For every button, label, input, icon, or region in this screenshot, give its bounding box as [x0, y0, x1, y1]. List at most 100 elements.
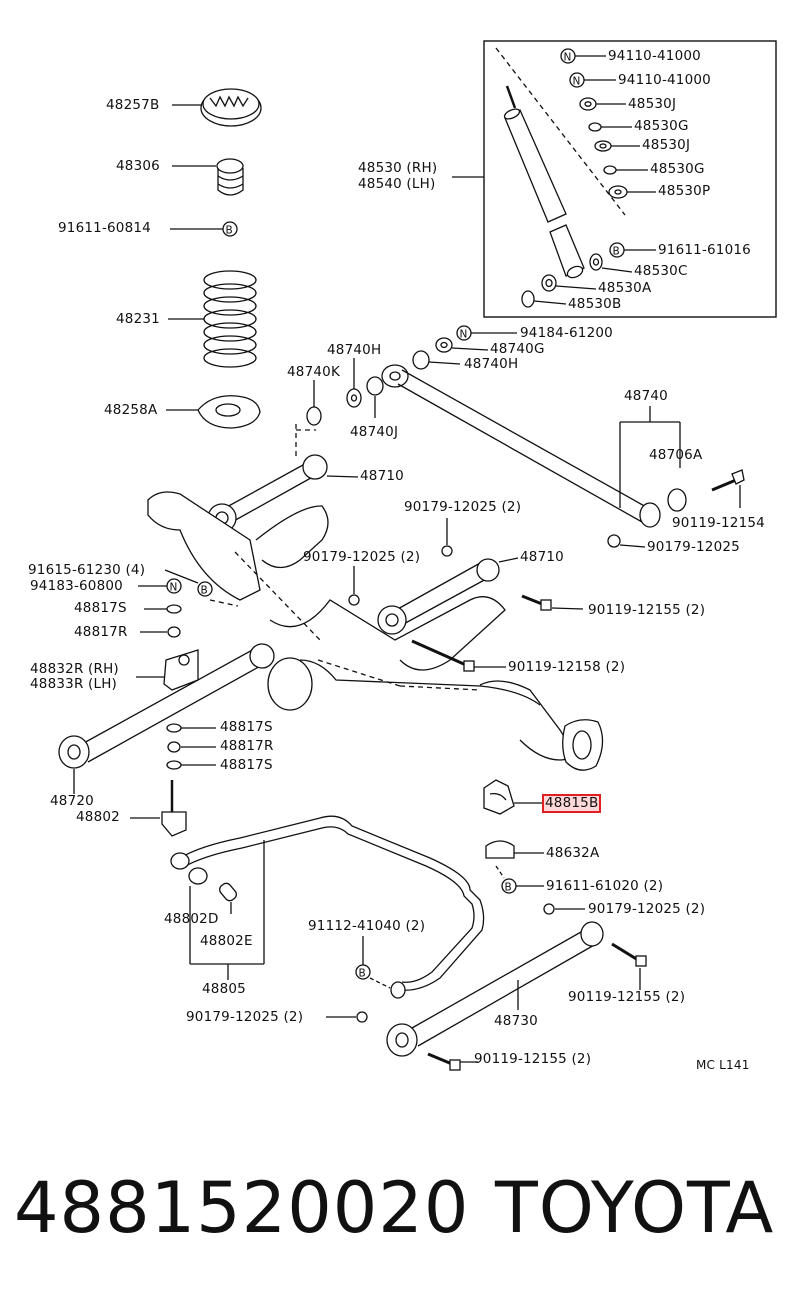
label-90119-12155-b: 90119-12155 (2) — [568, 989, 686, 1005]
label-48540-lh: 48540 (LH) — [358, 176, 436, 192]
svg-text:B: B — [201, 585, 208, 597]
label-48258a: 48258A — [104, 402, 158, 418]
label-48817s-b: 48817S — [220, 719, 273, 735]
label-90179-12025-a: 90179-12025 — [647, 539, 740, 555]
bolt-symbol-91611-60814: B — [170, 221, 238, 237]
spring-lower-insulator — [166, 395, 261, 429]
spring-upper-seat — [172, 88, 262, 127]
shock-leaders — [533, 55, 656, 305]
coil-spring — [168, 270, 257, 368]
label-48710-a: 48710 — [360, 468, 404, 484]
label-90119-12155-a: 90119-12155 (2) — [588, 602, 706, 618]
bushing-48706a — [667, 488, 687, 512]
label-48257b: 48257B — [106, 97, 160, 113]
label-48802e: 48802E — [200, 933, 253, 949]
exploded-parts-diagram: N N B B — [58, 40, 777, 1071]
label-48720: 48720 — [50, 793, 94, 809]
label-94184-61200: 94184-61200 — [520, 325, 613, 341]
label-48530p: 48530P — [658, 183, 711, 199]
label-91611-61020: 91611-61020 (2) — [546, 878, 664, 894]
label-48740k: 48740K — [287, 364, 340, 380]
label-48740j: 48740J — [350, 424, 399, 440]
label-48817s-c: 48817S — [220, 757, 273, 773]
lower-arm-48730 — [386, 921, 604, 1057]
lateral-rod-bushings: N — [306, 325, 517, 426]
svg-text:N: N — [573, 76, 581, 88]
label-94110-41000-a: 94110-41000 — [608, 48, 701, 64]
svg-text:N: N — [170, 582, 178, 594]
label-48740g: 48740G — [490, 341, 545, 357]
lateral-rod — [381, 364, 661, 528]
label-mc-l141: MC L141 — [696, 1058, 750, 1072]
bolt-symbol-91112: B — [355, 936, 391, 989]
svg-text:B: B — [359, 968, 366, 980]
label-94110-41000-b: 94110-41000 — [618, 72, 711, 88]
label-48530a: 48530A — [598, 280, 652, 296]
bolt-90119-12155-right — [611, 942, 647, 990]
washers-48817 — [140, 604, 216, 770]
label-48530b: 48530B — [568, 296, 622, 312]
nut-90179-12025-right — [543, 903, 585, 915]
label-91611-60814: 91611-60814 — [58, 220, 151, 236]
label-91611-61016: 91611-61016 — [658, 242, 751, 258]
shock-hardware: N N B — [521, 48, 628, 308]
label-48805: 48805 — [202, 981, 246, 997]
label-90119-12154: 90119-12154 — [672, 515, 765, 531]
label-48632a: 48632A — [546, 845, 600, 861]
svg-text:N: N — [564, 52, 572, 64]
label-48706a: 48706A — [649, 447, 703, 463]
label-48817r-a: 48817R — [74, 624, 128, 640]
nut-90179-12025 — [607, 534, 646, 548]
label-90119-12155-c: 90119-12155 (2) — [474, 1051, 592, 1067]
label-48530j-b: 48530J — [642, 137, 691, 153]
label-90119-12158: 90119-12158 (2) — [508, 659, 626, 675]
label-48530g-b: 48530G — [650, 161, 705, 177]
bolt-90119-12155-upper — [521, 594, 584, 611]
label-48730: 48730 — [494, 1013, 538, 1029]
bolt-symbol-91611-61020: B — [495, 865, 544, 894]
label-94183-60800: 94183-60800 — [30, 578, 123, 594]
svg-text:B: B — [226, 225, 233, 237]
bump-stopper — [172, 158, 244, 196]
clamp-48632a — [485, 840, 544, 859]
lower-control-arm — [58, 643, 275, 794]
label-90179-12025-c: 90179-12025 (2) — [303, 549, 421, 565]
label-48832r: 48832R (RH) — [30, 661, 119, 677]
label-48530-rh: 48530 (RH) — [358, 160, 438, 176]
label-90179-12025-e: 90179-12025 (2) — [186, 1009, 304, 1025]
stabilizer-bar — [170, 815, 485, 999]
label-48740h-b: 48740H — [464, 356, 519, 372]
nut-90179-12025-lower — [326, 1011, 368, 1023]
label-91112-41040: 91112-41040 (2) — [308, 918, 426, 934]
label-48802d: 48802D — [164, 911, 219, 927]
part-number-caption: 4881520020 — [14, 1167, 470, 1249]
label-48530c: 48530C — [634, 263, 688, 279]
svg-text:B: B — [505, 882, 512, 894]
label-48740h-a: 48740H — [327, 342, 382, 358]
axle-dashed-guides — [209, 424, 481, 691]
small-nuts — [348, 518, 453, 606]
svg-text:N: N — [460, 329, 468, 341]
upper-control-arm-right — [377, 557, 519, 635]
bolt-90119-12158 — [411, 639, 506, 672]
svg-text:B: B — [613, 246, 620, 258]
label-48530j-a: 48530J — [628, 96, 677, 112]
brand-caption: TOYOTA — [495, 1167, 775, 1249]
label-48815b-highlighted: 48815B — [541, 794, 602, 813]
bracket-48832r — [136, 649, 199, 691]
bolt-90119-12154 — [711, 469, 745, 508]
label-48231: 48231 — [116, 311, 160, 327]
shock-absorber — [503, 85, 585, 279]
label-90179-12025-d: 90179-12025 (2) — [588, 901, 706, 917]
label-48306: 48306 — [116, 158, 160, 174]
label-91615-61230: 91615-61230 (4) — [28, 562, 146, 578]
stabilizer-link-48802 — [130, 780, 187, 837]
label-48802: 48802 — [76, 809, 120, 825]
label-48710-b: 48710 — [520, 549, 564, 565]
label-90179-12025-b: 90179-12025 (2) — [404, 499, 522, 515]
symbols-left: N B — [138, 569, 213, 597]
label-48817r-b: 48817R — [220, 738, 274, 754]
label-48530g-a: 48530G — [634, 118, 689, 134]
shock-dashed-guide — [495, 47, 626, 216]
bolt-90119-12155-bottom — [427, 1052, 478, 1071]
